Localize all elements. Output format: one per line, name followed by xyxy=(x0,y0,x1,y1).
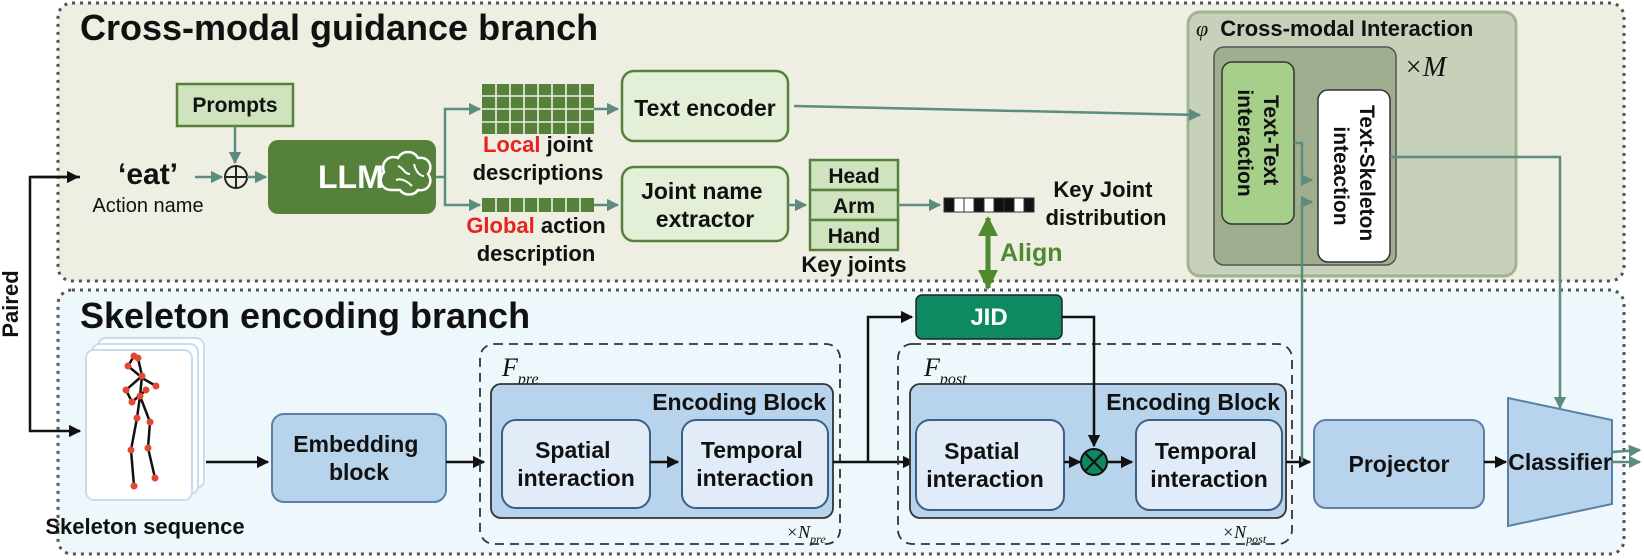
key-joint-distribution-strip xyxy=(943,197,1035,213)
svg-text:Joint name extractor: Joint name extractor xyxy=(641,178,769,232)
key-joints-label: Key joints xyxy=(801,252,906,277)
post-repeat-label: ×N xyxy=(1222,522,1247,542)
key-joint-head-label: Head xyxy=(828,165,879,188)
key-joint-arm-label: Arm xyxy=(833,195,875,218)
pre-temporal-block xyxy=(681,419,829,509)
local-highlight: Local xyxy=(483,132,540,157)
concat-icon xyxy=(224,165,248,189)
jid-label: JID xyxy=(970,304,1007,331)
phi-symbol: φ xyxy=(1196,16,1208,41)
projector-label: Projector xyxy=(1349,451,1450,477)
local-descriptions-grid xyxy=(482,84,594,134)
key-joint-hand xyxy=(808,218,900,252)
svg-text:Embedding block: Embedding block xyxy=(293,431,425,485)
pre-repeat-sub: pre xyxy=(809,532,826,546)
classifier-label: Classifier xyxy=(1508,449,1612,475)
svg-text:φ Cross-modal Interaction: φ Cross-modal Interaction xyxy=(1196,16,1473,41)
post-spatial-label-1: Spatial xyxy=(944,438,1019,464)
global-rest: action xyxy=(535,213,606,238)
pre-temporal-label-1: Temporal xyxy=(701,437,803,463)
interaction-title: Cross-modal Interaction xyxy=(1220,16,1473,41)
text-skeleton-label-2: inteaction xyxy=(1329,126,1352,225)
joint-extractor-label-1: Joint name xyxy=(641,178,762,204)
key-joint-hand-label: Hand xyxy=(828,225,881,248)
brain-icon xyxy=(379,150,432,196)
key-joint-dist-label-2: distribution xyxy=(1046,205,1167,230)
repeat-m-label: ×M xyxy=(1404,52,1448,83)
svg-text:Global action: Global action xyxy=(466,213,605,238)
f-post-letter: F xyxy=(923,353,941,382)
post-spatial-block xyxy=(915,419,1065,511)
svg-text:Temporal interaction: Temporal interaction xyxy=(1150,438,1268,492)
skeleton-sequence-stack xyxy=(85,337,205,501)
global-description-strip xyxy=(482,198,594,212)
embedding-label-1: Embedding xyxy=(293,431,418,457)
text-text-interaction-block xyxy=(1221,61,1295,225)
text-encoder-label: Text encoder xyxy=(634,95,775,121)
svg-text:×Npre: ×Npre xyxy=(786,522,826,546)
local-line2: descriptions xyxy=(473,160,604,185)
skeleton-sequence-label: Skeleton sequence xyxy=(45,514,244,539)
svg-text:Text-Text interaction: Text-Text interaction xyxy=(1233,89,1282,196)
post-repeat-sub: post xyxy=(1245,532,1267,546)
pre-spatial-block xyxy=(501,419,651,509)
post-encoding-block-title: Encoding Block xyxy=(1106,389,1280,415)
multiply-icon xyxy=(1080,448,1108,476)
pre-encoding-block-title: Encoding Block xyxy=(652,389,826,415)
pre-repeat-label: ×N xyxy=(786,522,811,542)
prompts-label: Prompts xyxy=(192,94,277,117)
text-skeleton-interaction-block xyxy=(1317,89,1391,263)
skeleton-title: Skeleton encoding branch xyxy=(80,295,530,336)
action-name-label: Action name xyxy=(92,195,203,217)
svg-text:Temporal interaction: Temporal interaction xyxy=(696,437,814,491)
projector-block xyxy=(1313,419,1485,509)
key-joint-dist-label-1: Key Joint xyxy=(1053,177,1153,202)
embedding-block xyxy=(271,413,447,503)
skeleton-joints xyxy=(122,352,160,490)
post-temporal-label-1: Temporal xyxy=(1155,438,1257,464)
text-skeleton-label-1: Text-Skeleton xyxy=(1355,105,1378,241)
pre-temporal-label-2: interaction xyxy=(696,465,814,491)
svg-text:Spatial interaction: Spatial interaction xyxy=(926,438,1044,492)
align-label: Align xyxy=(1000,239,1063,267)
f-pre-region xyxy=(479,343,841,545)
post-temporal-label-2: interaction xyxy=(1150,466,1268,492)
text-text-label-2: interaction xyxy=(1233,89,1256,196)
joint-extractor-label-2: extractor xyxy=(656,206,754,232)
text-text-label-1: Text-Text xyxy=(1259,95,1282,185)
local-rest: joint xyxy=(540,132,593,157)
llm-label: LLM xyxy=(318,159,384,195)
post-temporal-block xyxy=(1135,419,1283,511)
svg-text:Spatial interaction: Spatial interaction xyxy=(517,437,635,491)
global-line2: description xyxy=(477,241,596,266)
svg-text:Key Joint distribution: Key Joint distribution xyxy=(1046,177,1167,230)
f-pre-letter: F xyxy=(501,353,519,382)
llm-block xyxy=(268,140,436,214)
classifier-block xyxy=(1507,396,1613,528)
svg-text:×Npost: ×Npost xyxy=(1222,522,1267,546)
svg-text:Local joint: Local joint xyxy=(483,132,594,157)
text-encoder-block xyxy=(620,69,790,143)
svg-text:Text-Skeleton inteaction: Text-Skeleton inteaction xyxy=(1329,105,1378,247)
pre-spatial-label-1: Spatial xyxy=(535,437,610,463)
paired-label: Paired xyxy=(0,270,23,337)
post-spatial-label-2: interaction xyxy=(926,466,1044,492)
global-highlight: Global xyxy=(466,213,534,238)
action-word: ‘eat’ xyxy=(118,158,178,191)
cross-modal-title: Cross-modal guidance branch xyxy=(80,7,598,48)
pre-spatial-label-2: interaction xyxy=(517,465,635,491)
embedding-label-2: block xyxy=(329,459,389,485)
